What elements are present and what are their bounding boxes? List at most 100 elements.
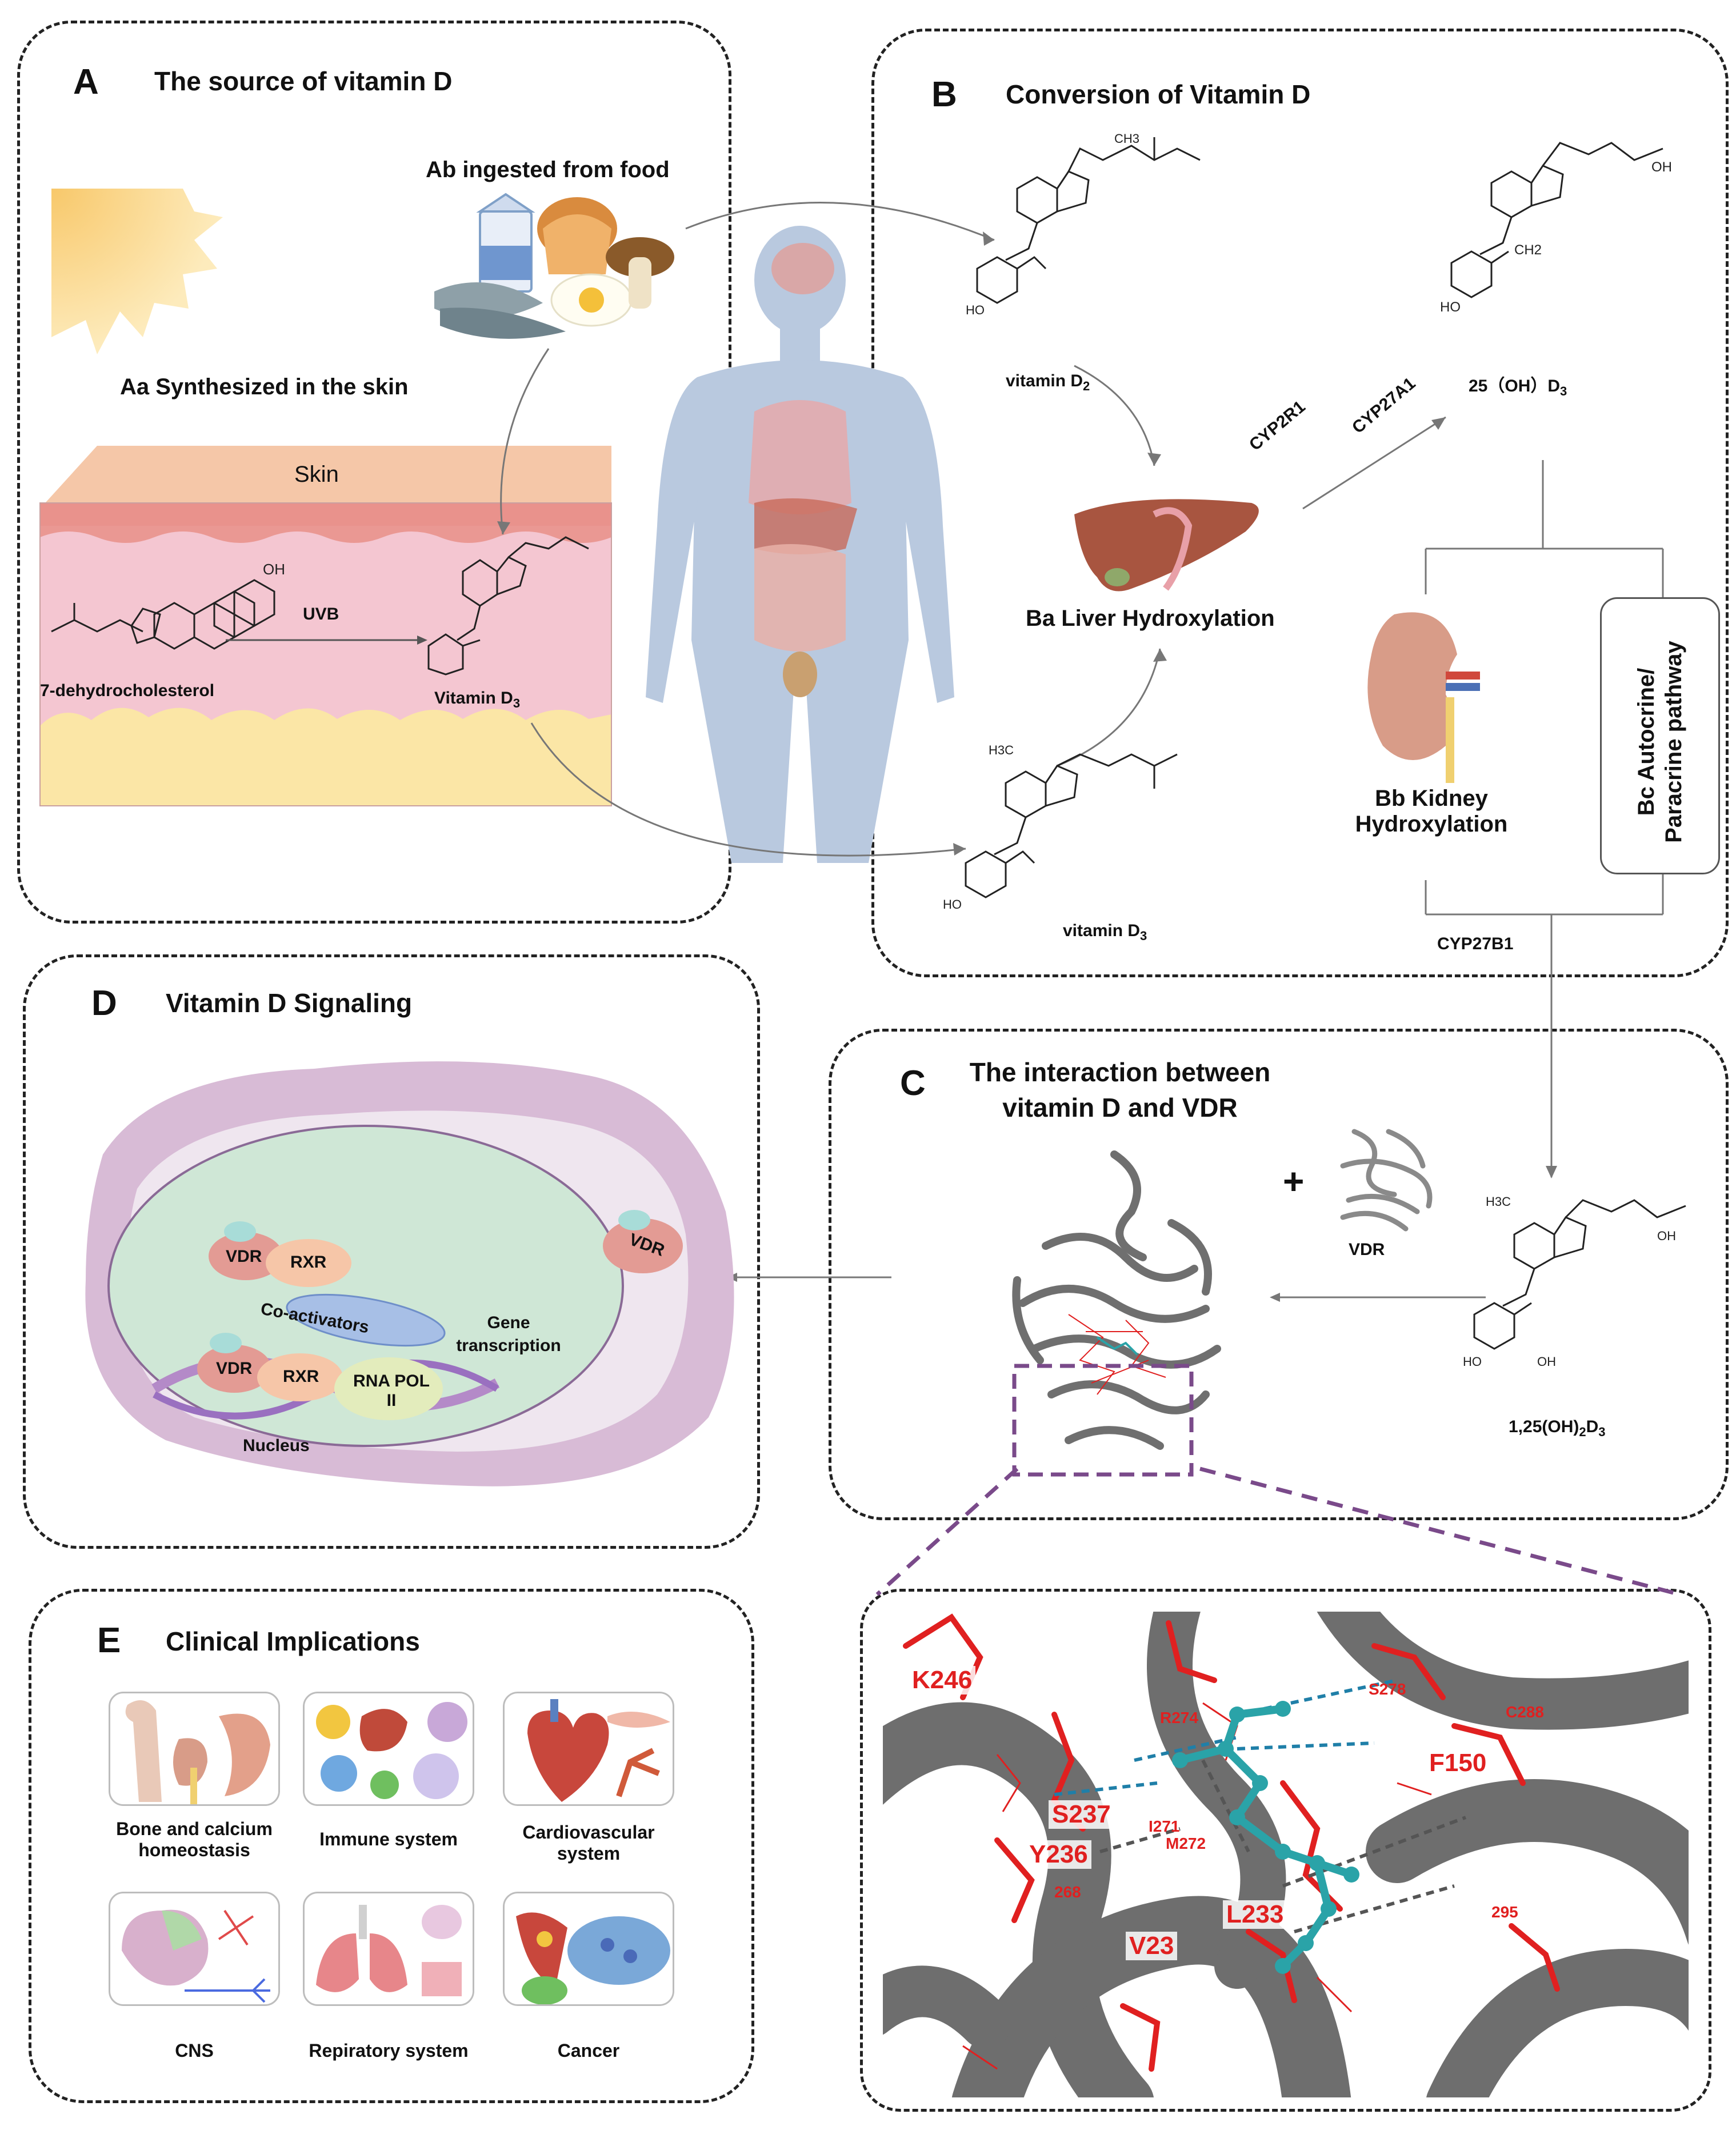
bb-label-line2: Hydroxylation — [1355, 812, 1508, 837]
vdr-ligand-complex — [1012, 1150, 1221, 1477]
panel-c-title: The interaction between vitamin D and VD… — [937, 1054, 1303, 1125]
panel-a-letter: A — [73, 62, 99, 102]
bone-calcium-card[interactable] — [109, 1692, 280, 1806]
vdr-label: VDR — [1349, 1240, 1385, 1259]
vitamin-d2-label: vitamin D2 — [1006, 371, 1090, 393]
cancer-label: Cancer — [557, 2040, 620, 2061]
enzyme-cyp27b1: CYP27B1 — [1437, 934, 1514, 953]
panel-e-title: Clinical Implications — [166, 1627, 420, 1656]
residue-y236: Y236 — [1026, 1840, 1091, 1869]
respiratory-label: Repiratory system — [309, 2040, 469, 2061]
panel-d-border — [23, 954, 760, 1549]
residue-295: 295 — [1491, 1903, 1518, 1921]
dehydrocholesterol-structure: OH — [51, 561, 285, 650]
rna-pol-label: RNA POL II — [353, 1372, 430, 1410]
cell-diagram — [85, 1061, 734, 1486]
uvb-label: UVB — [303, 605, 339, 624]
residue-l233: L233 — [1223, 1900, 1287, 1929]
immune-label: Immune system — [319, 1829, 458, 1849]
residue-s278: S278 — [1369, 1680, 1406, 1698]
panel-d-letter: D — [91, 984, 117, 1023]
bc-label: Bc Autocrine/ Paracrine pathway — [1633, 605, 1687, 879]
cardiovascular-card[interactable] — [503, 1692, 674, 1806]
vitamin-d3-skin-label: Vitamin D3 — [434, 689, 521, 710]
vitamin-d2-structure: CH3 HO — [966, 131, 1201, 317]
vitamin-d3-label: vitamin D3 — [1063, 921, 1147, 943]
bc-label-line1: Bc Autocrine/ — [1634, 668, 1659, 816]
residue-f150: F150 — [1426, 1749, 1490, 1777]
sun-icon — [51, 189, 223, 354]
liver-icon — [1074, 499, 1259, 592]
immune-cells-icon — [316, 1702, 467, 1799]
panel-c-letter: C — [900, 1064, 926, 1103]
bc-label-line2: Paracrine pathway — [1661, 641, 1686, 843]
panel-e-letter: E — [97, 1621, 121, 1660]
residue-s237: S237 — [1049, 1800, 1114, 1829]
respiratory-card[interactable] — [303, 1892, 474, 2006]
residue-v23: V23 — [1126, 1932, 1178, 1960]
food-icon — [434, 193, 674, 339]
vdr-nucleus-label-2: VDR — [216, 1359, 253, 1378]
precursor-label: 7-dehydrocholesterol — [40, 681, 215, 700]
cancer-card[interactable] — [503, 1892, 674, 2006]
svg-text:H3C: H3C — [1486, 1194, 1511, 1209]
panel-a-title: The source of vitamin D — [154, 66, 453, 96]
residue-c288: C288 — [1506, 1703, 1544, 1721]
cns-card[interactable] — [109, 1892, 280, 2006]
panel-e-border — [29, 1589, 754, 2103]
panel-d-title: Vitamin D Signaling — [166, 988, 413, 1018]
svg-text:OH: OH — [1537, 1354, 1556, 1369]
svg-text:OH: OH — [1651, 159, 1672, 175]
aa-label: Aa Synthesized in the skin — [120, 374, 409, 399]
bb-label-line1: Bb Kidney — [1375, 786, 1488, 811]
kidney-icon — [1367, 612, 1480, 783]
panel-b-letter: B — [931, 75, 957, 114]
nucleus-label: Nucleus — [243, 1436, 310, 1455]
gene-transcription-label: Gene transcription — [456, 1313, 561, 1355]
vdr-protein-icon — [1340, 1129, 1433, 1232]
rxr-nucleus-label-1: RXR — [290, 1253, 327, 1272]
residue-r274: R274 — [1160, 1709, 1198, 1727]
svg-text:CH2: CH2 — [1514, 242, 1542, 258]
bb-label: Bb Kidney Hydroxylation — [1351, 786, 1511, 837]
panel-c-title-line2: vitamin D and VDR — [1002, 1093, 1238, 1122]
25ohd3-label: 25（OH）D3 — [1469, 377, 1567, 398]
panel-b-title: Conversion of Vitamin D — [1006, 79, 1311, 109]
residue-m272: M272 — [1166, 1835, 1206, 1852]
residue-268: 268 — [1054, 1883, 1081, 1901]
ab-label: Ab ingested from food — [426, 157, 670, 182]
autocrine-box — [1600, 597, 1720, 874]
bone-icon — [125, 1700, 270, 1804]
binding-pocket-zoom — [883, 1612, 1689, 2097]
svg-text:CH3: CH3 — [1114, 131, 1139, 146]
tumor-icon — [516, 1912, 670, 2004]
heart-icon — [527, 1699, 670, 1802]
bone-calcium-label: Bone and calcium homeostasis — [116, 1819, 273, 1860]
svg-text:OH: OH — [1657, 1229, 1676, 1243]
ba-label: Ba Liver Hydroxylation — [1026, 606, 1275, 631]
uvb-arrow — [226, 636, 427, 645]
panel-c-title-line1: The interaction between — [969, 1057, 1271, 1087]
vitamin-d3-structure: H3C HO — [943, 743, 1178, 912]
calcitriol-structure: H3C OH HO OH — [1463, 1194, 1686, 1369]
25ohd3-structure: OH CH2 HO — [1440, 142, 1672, 315]
svg-text:HO: HO — [1440, 299, 1461, 315]
immune-card[interactable] — [303, 1692, 474, 1806]
binding-pocket-render — [883, 1612, 1689, 2097]
plus-sign: + — [1283, 1161, 1305, 1202]
svg-text:HO: HO — [1463, 1354, 1482, 1369]
svg-text:HO: HO — [943, 897, 962, 912]
residue-i271: I271 — [1149, 1817, 1180, 1835]
cardiovascular-label: Cardiovascular system — [522, 1822, 655, 1864]
residue-k246: K246 — [909, 1666, 976, 1695]
svg-text:HO: HO — [966, 303, 985, 317]
skin-layer-diagram — [39, 446, 612, 806]
vdr-nucleus-label-1: VDR — [226, 1247, 262, 1266]
lungs-icon — [316, 1905, 462, 1996]
svg-text:OH: OH — [263, 561, 285, 578]
skin-label: Skin — [294, 462, 339, 487]
rxr-nucleus-label-2: RXR — [283, 1367, 319, 1386]
human-body-illustration — [646, 226, 954, 863]
cns-label: CNS — [175, 2040, 214, 2061]
svg-text:H3C: H3C — [989, 743, 1014, 757]
